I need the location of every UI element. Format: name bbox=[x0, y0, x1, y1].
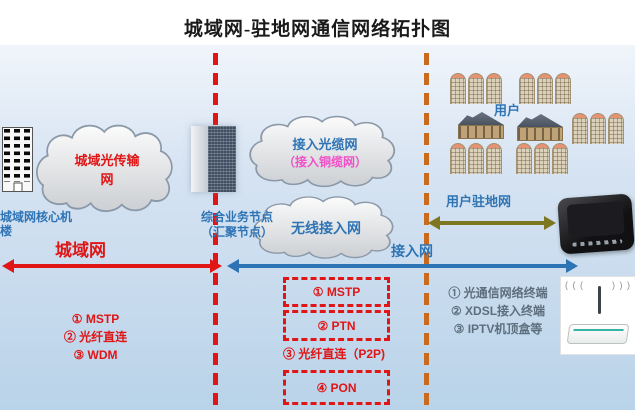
arrowhead-left bbox=[428, 216, 440, 230]
arrowhead-left bbox=[2, 259, 14, 273]
access-tech-box-pon: ④ PON bbox=[283, 370, 390, 405]
house-icon bbox=[517, 114, 563, 141]
aggregation-node-label: 综合业务节点 （汇聚节点） bbox=[200, 210, 273, 239]
skyscraper-icon bbox=[191, 126, 236, 192]
access-optical-cloud: 接入光缆网 （接入铜缆网） bbox=[246, 112, 404, 192]
premises-extent-arrow bbox=[428, 216, 556, 230]
list-item: ② 光纤直连 bbox=[63, 330, 128, 344]
wireless-cloud-label: 无线接入网 bbox=[291, 220, 361, 236]
apartment-building-icon bbox=[450, 73, 502, 104]
apartment-building-icon bbox=[572, 113, 624, 144]
access-tech-box-ptn: ② PTN bbox=[283, 310, 390, 341]
metro-tech-list: ① MSTP ② 光纤直连 ③ WDM bbox=[38, 310, 153, 364]
list-item: ① 光通信网络终端 bbox=[448, 286, 548, 300]
copper-cloud-label: （接入铜缆网） bbox=[282, 155, 367, 169]
arrowhead-left bbox=[227, 259, 239, 273]
metro-access-divider-line bbox=[213, 53, 218, 410]
wifi-signal-icon: ) ) ) bbox=[612, 280, 631, 290]
arrowhead-right bbox=[210, 259, 222, 273]
users-label: 用户 bbox=[494, 103, 521, 118]
apartment-building-icon bbox=[450, 143, 502, 174]
office-building-icon bbox=[2, 127, 33, 192]
list-item: ③ WDM bbox=[73, 348, 118, 362]
core-building-label: 城域网核心机楼 bbox=[0, 210, 73, 239]
terminal-device-list: ① 光通信网络终端 ② XDSL接入终端 ③ IPTV机顶盒等 bbox=[434, 284, 562, 338]
page-title: 城域网-驻地网通信网络拓扑图 bbox=[183, 19, 452, 40]
antenna-icon bbox=[598, 286, 601, 314]
set-top-box-icon bbox=[557, 193, 635, 255]
list-item: ③ IPTV机顶盒等 bbox=[453, 322, 543, 336]
access-tech-item-p2p: ③ 光纤直连（P2P) bbox=[282, 347, 385, 361]
arrowhead-right bbox=[544, 216, 556, 230]
metro-extent-arrow bbox=[2, 259, 222, 273]
list-item: ① MSTP bbox=[71, 312, 120, 326]
house-icon bbox=[458, 112, 504, 139]
wifi-signal-icon: ( ( ( bbox=[565, 280, 584, 290]
access-premises-divider-line bbox=[424, 53, 429, 410]
access-extent-arrow bbox=[227, 259, 578, 273]
access-tech-box-mstp: ① MSTP bbox=[283, 277, 390, 307]
apartment-building-icon bbox=[519, 73, 571, 104]
metro-zone-label: 城域网 bbox=[55, 241, 106, 260]
metro-transport-cloud-label: 城域光传输网 bbox=[74, 153, 140, 187]
wireless-access-cloud: 无线接入网 bbox=[250, 193, 402, 263]
wireless-router-icon: ( ( ( ) ) ) bbox=[560, 276, 635, 355]
list-item: ② XDSL接入终端 bbox=[450, 304, 546, 318]
premises-zone-label: 用户驻地网 bbox=[446, 194, 512, 209]
metro-transport-cloud: 城域光传输网 bbox=[33, 120, 181, 218]
arrowhead-right bbox=[566, 259, 578, 273]
access-zone-label: 接入网 bbox=[391, 243, 433, 259]
optical-cloud-label: 接入光缆网 bbox=[292, 137, 358, 152]
apartment-building-icon bbox=[516, 143, 568, 174]
